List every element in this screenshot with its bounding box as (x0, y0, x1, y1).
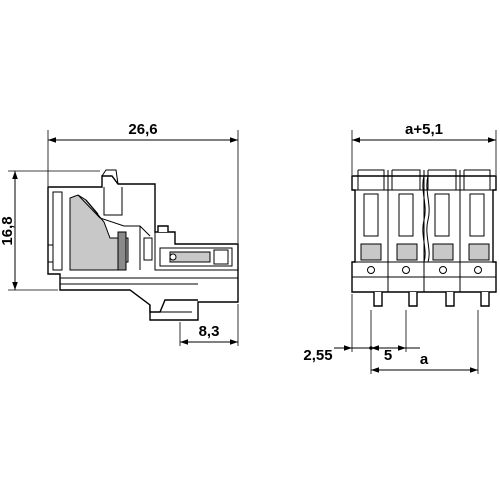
pitch-label: 5 (384, 347, 392, 364)
front-view-housing (351, 169, 497, 307)
side-offset-label: 8,3 (199, 323, 220, 340)
side-view-housing (47, 169, 239, 321)
edge-offset-label: 2,55 (303, 347, 332, 364)
side-width-label: 26,6 (128, 121, 157, 138)
side-height-label: 16,8 (0, 216, 16, 245)
front-width-label: a+5,1 (405, 121, 443, 138)
side-view: 26,6 16,8 8,3 (0, 121, 239, 346)
pitch-total-label: a (420, 351, 429, 368)
front-view: a+5,1 2,55 5 a (303, 121, 497, 374)
